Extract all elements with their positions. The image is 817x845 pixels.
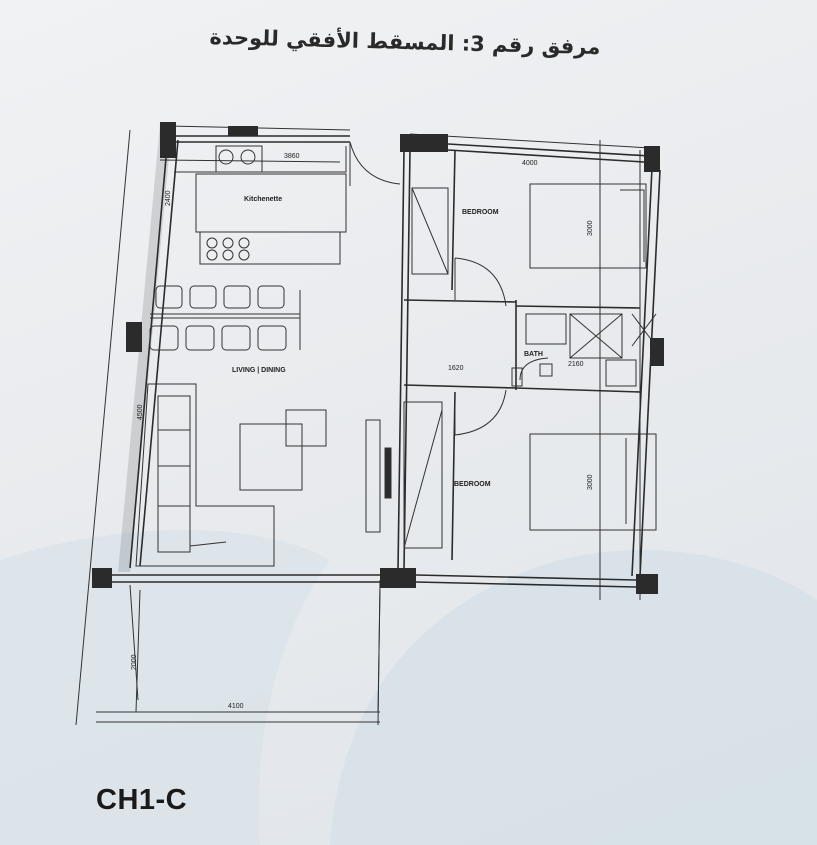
wardrobe-bottom [403, 401, 443, 549]
wall-corner-top-mid [400, 134, 448, 152]
dim-corridor-width: 1620 [448, 365, 464, 372]
sofa [135, 383, 275, 567]
side-table [285, 409, 327, 447]
wall-corner-bottom-mid [380, 568, 416, 588]
bed-bottom [529, 433, 657, 531]
wall-corner-bottom-left [92, 568, 112, 588]
dim-bedroom-top-width: 4000 [522, 160, 538, 167]
dim-bedroom-top-bed: 3000 [587, 220, 594, 236]
bath-shower [569, 313, 623, 359]
room-label-bedroom-bottom: BEDROOM [454, 481, 491, 488]
coffee-table [239, 423, 303, 491]
kitchen-island [195, 173, 347, 233]
cooktop-counter [199, 231, 341, 265]
room-label-bedroom-top: BEDROOM [462, 209, 499, 216]
tv-unit [365, 419, 381, 533]
dim-living-depth: 4500 [137, 404, 144, 420]
wall-corner-top-right [644, 146, 660, 172]
wall-corner-bottom-right [636, 574, 658, 594]
dim-bath-width: 2160 [568, 361, 584, 368]
wall-column-left [126, 322, 142, 352]
dining-chairs [149, 285, 301, 351]
dim-bedroom-bottom-bed: 3000 [587, 474, 594, 490]
room-label-kitchenette: Kitchenette [244, 196, 282, 203]
room-label-living-dining: LIVING | DINING [232, 367, 286, 374]
bath-sink [525, 313, 567, 345]
wall-column-right [650, 338, 664, 366]
wardrobe-top [411, 187, 449, 275]
bed-top [529, 183, 647, 269]
dim-kitchen-width: 3860 [284, 153, 300, 160]
dim-kitchen-depth: 2400 [165, 190, 172, 206]
sink [215, 145, 263, 173]
dim-balcony-depth: 2000 [131, 654, 138, 670]
toilet [605, 359, 637, 387]
room-label-bath: BATH [524, 351, 543, 358]
wall-vent [228, 126, 258, 136]
unit-code: CH1-C [96, 784, 188, 816]
dim-balcony-width: 4100 [228, 703, 244, 710]
